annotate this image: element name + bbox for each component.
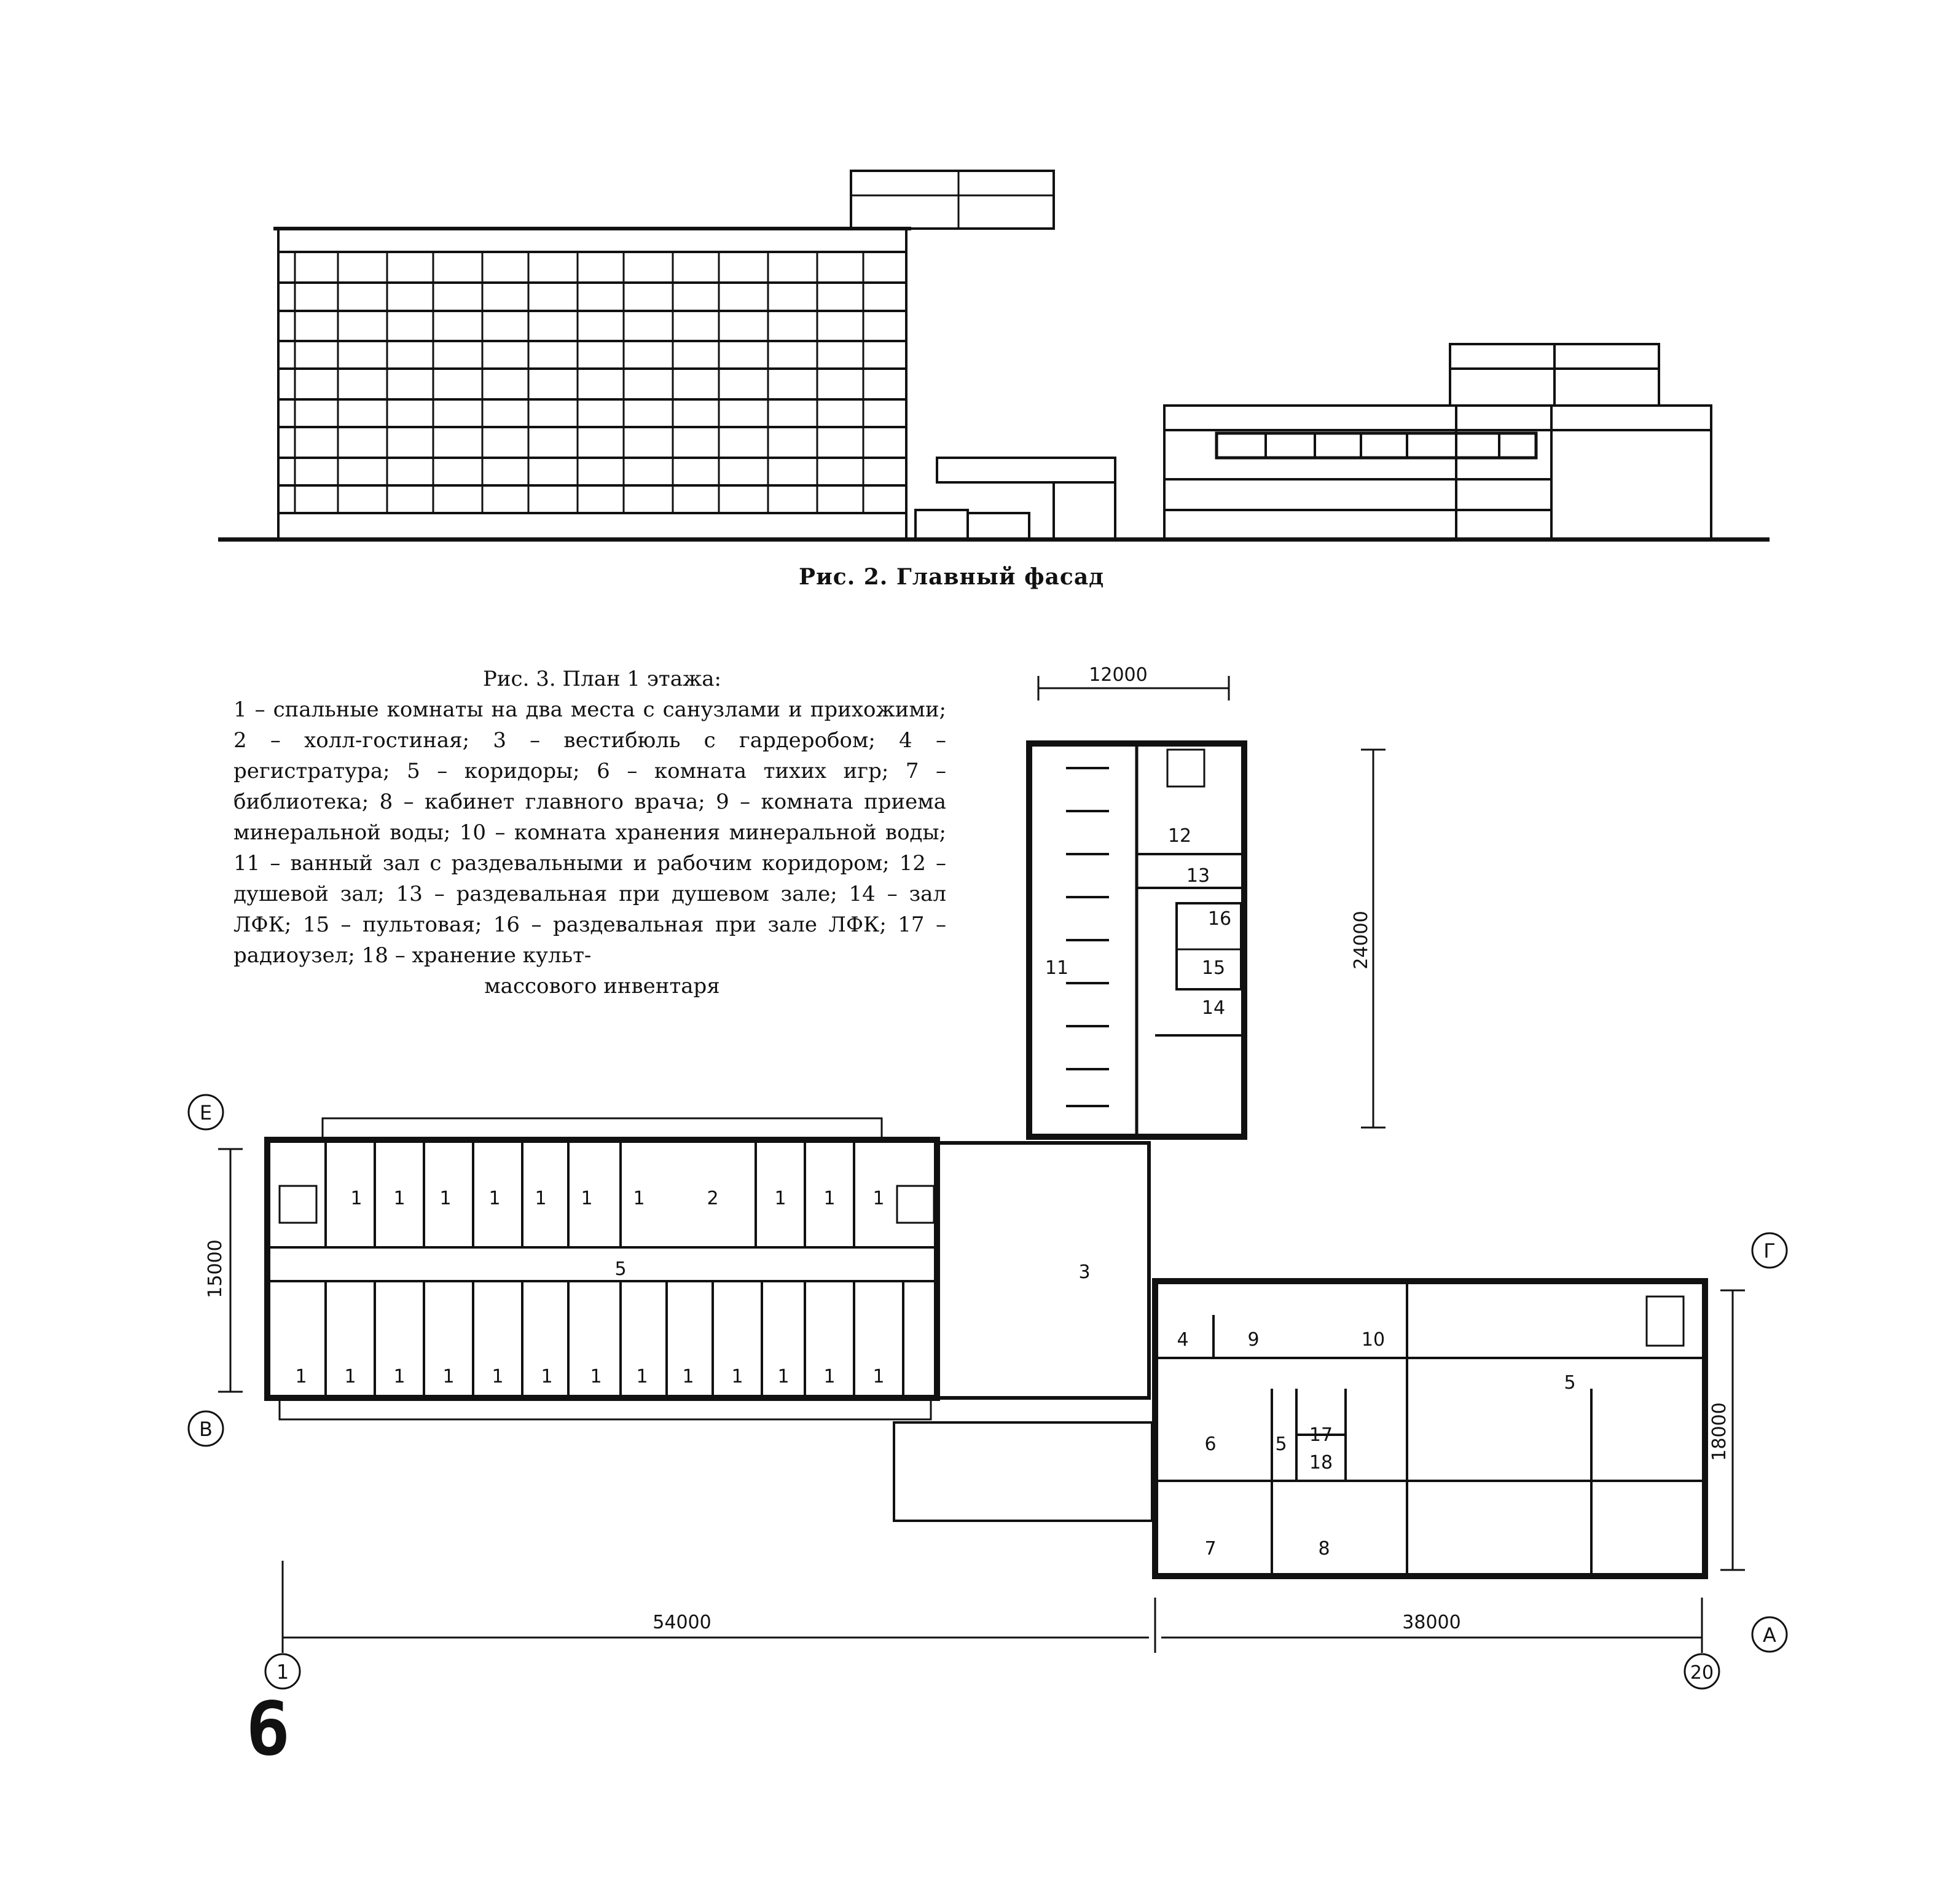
room-label-1: 1 xyxy=(633,1188,645,1209)
room-label-9: 9 xyxy=(1247,1329,1259,1351)
figure-3-legend-text: 1 – спальные комнаты на два места с сану… xyxy=(233,697,946,968)
dim-bottom-38000: 38000 xyxy=(1402,1612,1460,1633)
main-facade-drawing xyxy=(218,170,1770,542)
room-label-1: 1 xyxy=(636,1366,648,1387)
room-label-1: 1 xyxy=(581,1188,592,1209)
room-label-1: 1 xyxy=(350,1188,362,1209)
dim-top-12000: 12000 xyxy=(1089,664,1147,686)
room-label-8: 8 xyxy=(1318,1538,1330,1559)
room-label-18: 18 xyxy=(1309,1452,1333,1473)
room-label-17: 17 xyxy=(1309,1424,1333,1446)
room-label-1: 1 xyxy=(823,1188,835,1209)
room-label-1: 1 xyxy=(492,1366,503,1387)
room-label-1: 1 xyxy=(777,1366,789,1387)
axis-label-a: А xyxy=(1763,1623,1776,1647)
room-label-1: 1 xyxy=(541,1366,552,1387)
room-label-7: 7 xyxy=(1204,1538,1216,1559)
dim-block-18000: 18000 xyxy=(1709,1402,1730,1461)
room-label-1: 1 xyxy=(344,1366,356,1387)
axis-label-g: Г xyxy=(1763,1239,1776,1263)
room-label-15: 15 xyxy=(1202,957,1225,979)
room-label-1: 1 xyxy=(590,1366,602,1387)
room-label-5: 5 xyxy=(1275,1434,1287,1455)
room-label-5: 5 xyxy=(1564,1372,1575,1394)
room-label-1: 1 xyxy=(393,1188,405,1209)
room-label-16: 16 xyxy=(1208,908,1231,930)
dim-wing-15000: 15000 xyxy=(205,1239,226,1298)
figure-3-caption-title: Рис. 3. План 1 этажа: xyxy=(483,667,721,691)
room-label-5: 5 xyxy=(614,1258,626,1280)
room-label-4: 4 xyxy=(1177,1329,1188,1351)
room-label-14: 14 xyxy=(1202,997,1225,1019)
room-label-1: 1 xyxy=(442,1366,454,1387)
room-label-1: 1 xyxy=(439,1188,451,1209)
axis-label-1: 1 xyxy=(276,1660,289,1684)
room-label-3: 3 xyxy=(1078,1261,1090,1283)
room-label-6: 6 xyxy=(1204,1434,1216,1455)
dim-bottom-54000: 54000 xyxy=(653,1612,711,1633)
figure-2-caption: Рис. 2. Главный фасад xyxy=(799,564,1105,590)
room-label-2: 2 xyxy=(707,1188,718,1209)
room-label-12: 12 xyxy=(1168,825,1191,847)
figure-3-legend: Рис. 3. План 1 этажа: 1 – спальные комна… xyxy=(233,664,946,1002)
room-label-11: 11 xyxy=(1045,957,1068,979)
room-label-1: 1 xyxy=(535,1188,546,1209)
room-label-1: 1 xyxy=(295,1366,307,1387)
room-label-1: 1 xyxy=(393,1366,405,1387)
axis-label-v: В xyxy=(199,1418,213,1441)
room-label-1: 1 xyxy=(823,1366,835,1387)
figure-3-legend-tail: массового инвентаря xyxy=(484,974,720,998)
room-label-13: 13 xyxy=(1186,865,1210,887)
room-label-1: 1 xyxy=(774,1188,786,1209)
page-number: 6 xyxy=(246,1687,291,1772)
dim-tower-24000: 24000 xyxy=(1350,911,1372,969)
room-label-10: 10 xyxy=(1362,1329,1385,1351)
room-label-1: 1 xyxy=(872,1188,884,1209)
axis-label-20: 20 xyxy=(1690,1662,1714,1684)
room-label-1: 1 xyxy=(682,1366,694,1387)
room-label-1: 1 xyxy=(872,1366,884,1387)
room-label-1: 1 xyxy=(731,1366,743,1387)
axis-label-e: Е xyxy=(200,1101,212,1124)
room-label-1: 1 xyxy=(488,1188,500,1209)
